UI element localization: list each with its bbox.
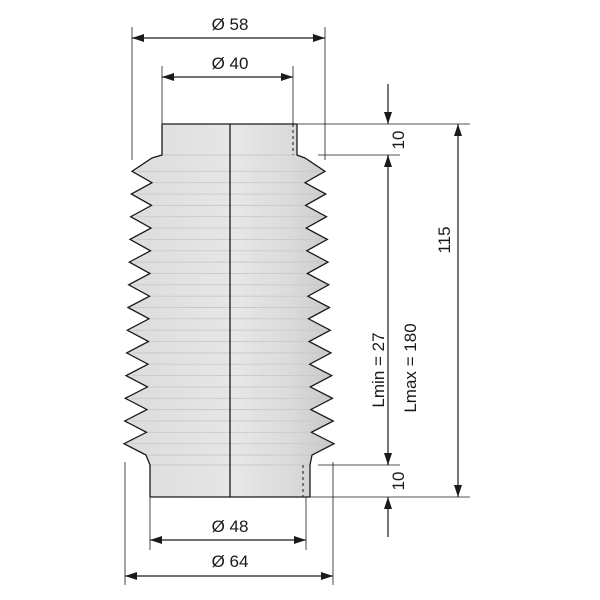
label-top-outer-diameter: Ø 58 (212, 15, 249, 34)
label-bottom-inner-diameter: Ø 48 (212, 517, 249, 536)
bellows-body (122, 123, 336, 498)
label-bottom-collar-length: 10 (389, 472, 408, 491)
dimension-lines (125, 34, 462, 580)
label-top-inner-diameter: Ø 40 (212, 54, 249, 73)
bellows-outline (122, 123, 336, 498)
label-lmax: Lmax = 180 (401, 323, 420, 412)
label-total-length: 115 (435, 226, 454, 253)
dimension-labels: Ø 58 Ø 40 Ø 48 Ø 64 10 10 115 Lmin = 27 … (212, 15, 454, 571)
label-top-collar-length: 10 (389, 131, 408, 150)
extension-lines (124, 27, 470, 585)
bellows-right-half (230, 124, 334, 497)
label-bottom-outer-diameter: Ø 64 (212, 552, 249, 571)
label-lmin: Lmin = 27 (369, 332, 388, 407)
bellows-ribs (130, 154, 328, 466)
bellows-left-half (124, 124, 230, 497)
